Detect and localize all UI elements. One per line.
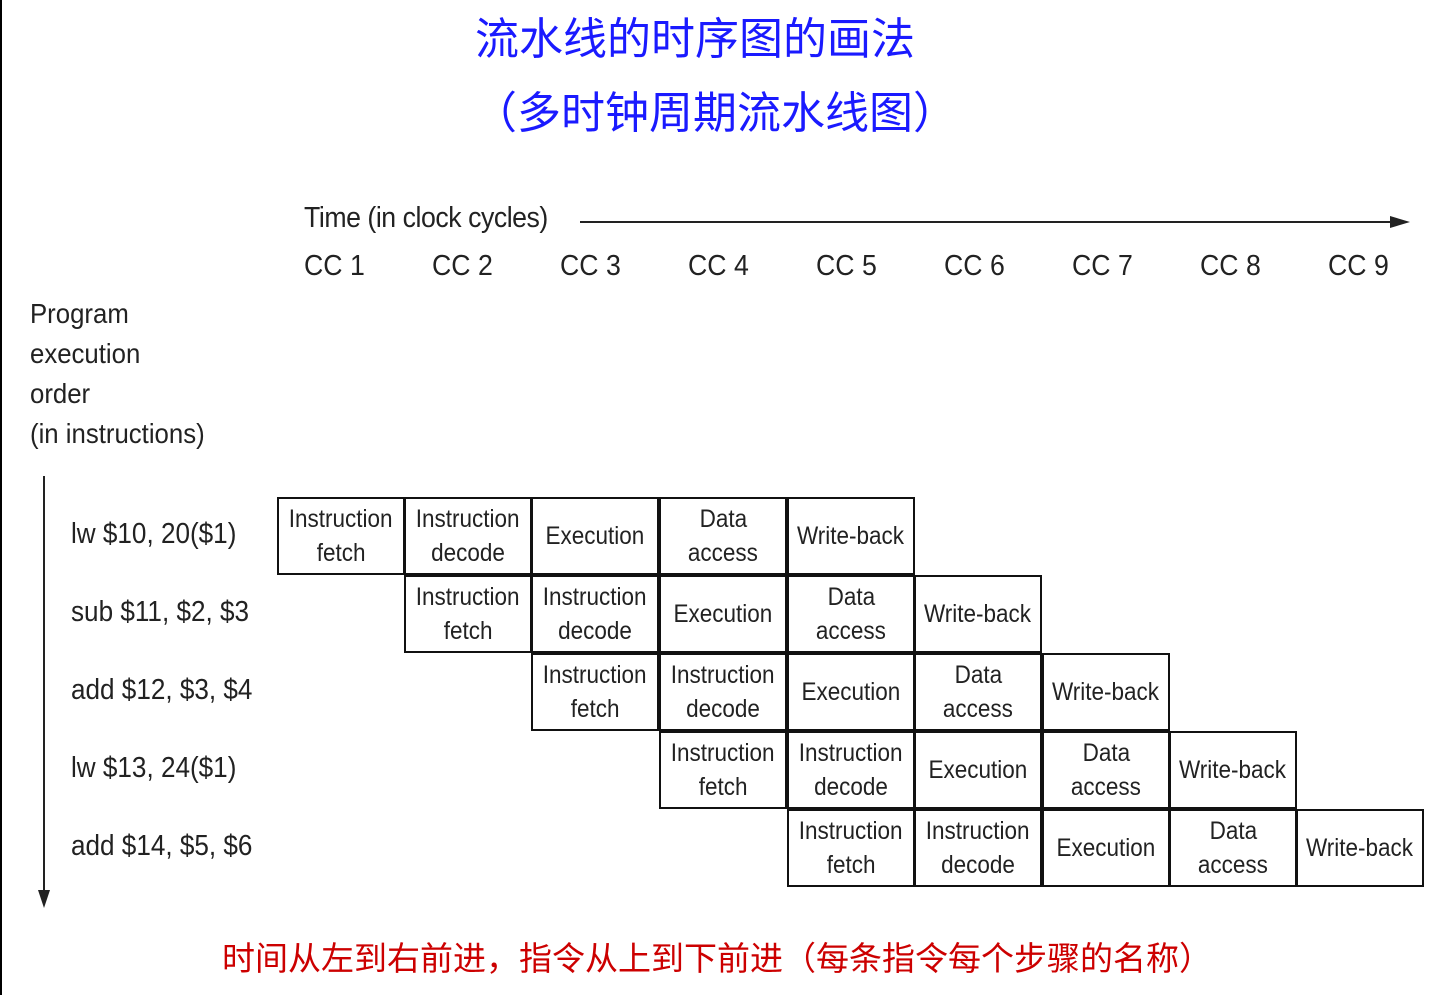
pipeline-stage-cell: Execution <box>531 497 659 575</box>
stage-text: Instruction <box>416 583 520 611</box>
program-order-line: execution <box>30 338 141 369</box>
stage-text: Execution <box>1056 834 1156 862</box>
stage-text: decode <box>431 539 505 567</box>
pipeline-stage-cell: Data access <box>659 497 787 575</box>
stage-text: fetch <box>698 773 748 801</box>
down-arrow-icon <box>38 476 50 908</box>
stage-text: Instruction <box>543 661 647 689</box>
pipeline-stage-cell: Instruction fetch <box>659 731 787 809</box>
pipeline-stage-cell: Write-back <box>787 497 915 575</box>
footer-caption: 时间从左到右前进，指令从上到下前进（每条指令每个步骤的名称） <box>222 939 1212 978</box>
stage-text: Instruction <box>671 661 775 689</box>
instruction-label: lw $13, 24($1) <box>71 752 237 784</box>
stage-text: Execution <box>673 600 773 628</box>
stage-text: Data <box>699 505 747 533</box>
left-border <box>0 0 2 995</box>
stage-text: Write-back <box>797 522 905 550</box>
pipeline-stage-cell: Write-back <box>914 575 1042 653</box>
stage-text: decode <box>558 617 632 645</box>
stage-text: Execution <box>928 756 1028 784</box>
pipeline-stage-cell: Data access <box>1169 809 1297 887</box>
stage-text: fetch <box>443 617 493 645</box>
clock-cycle-label: CC 7 <box>1072 250 1133 282</box>
stage-text: Data <box>954 661 1002 689</box>
stage-text: Write-back <box>1052 678 1160 706</box>
program-order-line: (in instructions) <box>30 418 205 449</box>
clock-cycle-label: CC 6 <box>944 250 1005 282</box>
clock-cycle-label: CC 1 <box>304 250 365 282</box>
stage-text: access <box>1070 773 1142 801</box>
instruction-label: add $14, $5, $6 <box>71 830 253 862</box>
stage-text: access <box>815 617 887 645</box>
stage-text: Write-back <box>924 600 1032 628</box>
clock-cycle-label: CC 4 <box>688 250 749 282</box>
pipeline-stage-cell: Write-back <box>1042 653 1170 731</box>
time-axis-label: Time (in clock cycles) <box>304 202 548 234</box>
stage-text: Instruction <box>799 817 903 845</box>
stage-text: Data <box>1082 739 1130 767</box>
clock-cycle-label: CC 5 <box>816 250 877 282</box>
pipeline-stage-cell: Write-back <box>1296 809 1424 887</box>
pipeline-stage-cell: Execution <box>659 575 787 653</box>
clock-cycle-label: CC 9 <box>1328 250 1389 282</box>
pipeline-stage-cell: Instruction fetch <box>404 575 532 653</box>
pipeline-stage-cell: Instruction decode <box>787 731 915 809</box>
clock-cycle-label: CC 3 <box>560 250 621 282</box>
pipeline-stage-cell: Execution <box>787 653 915 731</box>
stage-text: access <box>687 539 759 567</box>
stage-text: Data <box>1209 817 1257 845</box>
stage-text: Instruction <box>416 505 520 533</box>
time-arrow-icon <box>580 216 1410 228</box>
stage-text: Instruction <box>671 739 775 767</box>
pipeline-stage-cell: Instruction decode <box>404 497 532 575</box>
pipeline-stage-cell: Instruction decode <box>531 575 659 653</box>
pipeline-stage-cell: Data access <box>787 575 915 653</box>
stage-text: Instruction <box>289 505 393 533</box>
stage-text: decode <box>941 851 1015 879</box>
pipeline-stage-cell: Instruction fetch <box>787 809 915 887</box>
stage-text: fetch <box>570 695 620 723</box>
stage-text: Instruction <box>799 739 903 767</box>
pipeline-stage-cell: Write-back <box>1169 731 1297 809</box>
clock-cycle-label: CC 2 <box>432 250 493 282</box>
stage-text: Instruction <box>543 583 647 611</box>
stage-text: access <box>942 695 1014 723</box>
pipeline-stage-cell: Execution <box>1042 809 1170 887</box>
stage-text: decode <box>686 695 760 723</box>
program-order-line: Program <box>30 298 129 329</box>
program-order-label: Program execution order (in instructions… <box>30 294 205 454</box>
pipeline-stage-cell: Data access <box>914 653 1042 731</box>
stage-text: access <box>1197 851 1269 879</box>
program-order-line: order <box>30 378 91 409</box>
pipeline-stage-cell: Instruction decode <box>914 809 1042 887</box>
stage-text: Instruction <box>926 817 1030 845</box>
stage-text: Execution <box>545 522 645 550</box>
title-line-2: （多时钟周期流水线图） <box>473 88 957 139</box>
stage-text: Data <box>827 583 875 611</box>
instruction-label: lw $10, 20($1) <box>71 518 237 550</box>
stage-text: fetch <box>826 851 876 879</box>
pipeline-stage-cell: Instruction fetch <box>531 653 659 731</box>
title-line-1: 流水线的时序图的画法 <box>475 14 915 65</box>
pipeline-stage-cell: Instruction decode <box>659 653 787 731</box>
stage-text: decode <box>814 773 888 801</box>
stage-text: Execution <box>801 678 901 706</box>
instruction-label: add $12, $3, $4 <box>71 674 253 706</box>
instruction-label: sub $11, $2, $3 <box>71 596 250 628</box>
pipeline-stage-cell: Execution <box>914 731 1042 809</box>
stage-text: fetch <box>316 539 366 567</box>
pipeline-stage-cell: Instruction fetch <box>277 497 405 575</box>
stage-text: Write-back <box>1179 756 1287 784</box>
stage-text: Write-back <box>1306 834 1414 862</box>
clock-cycle-label: CC 8 <box>1200 250 1261 282</box>
pipeline-stage-cell: Data access <box>1042 731 1170 809</box>
